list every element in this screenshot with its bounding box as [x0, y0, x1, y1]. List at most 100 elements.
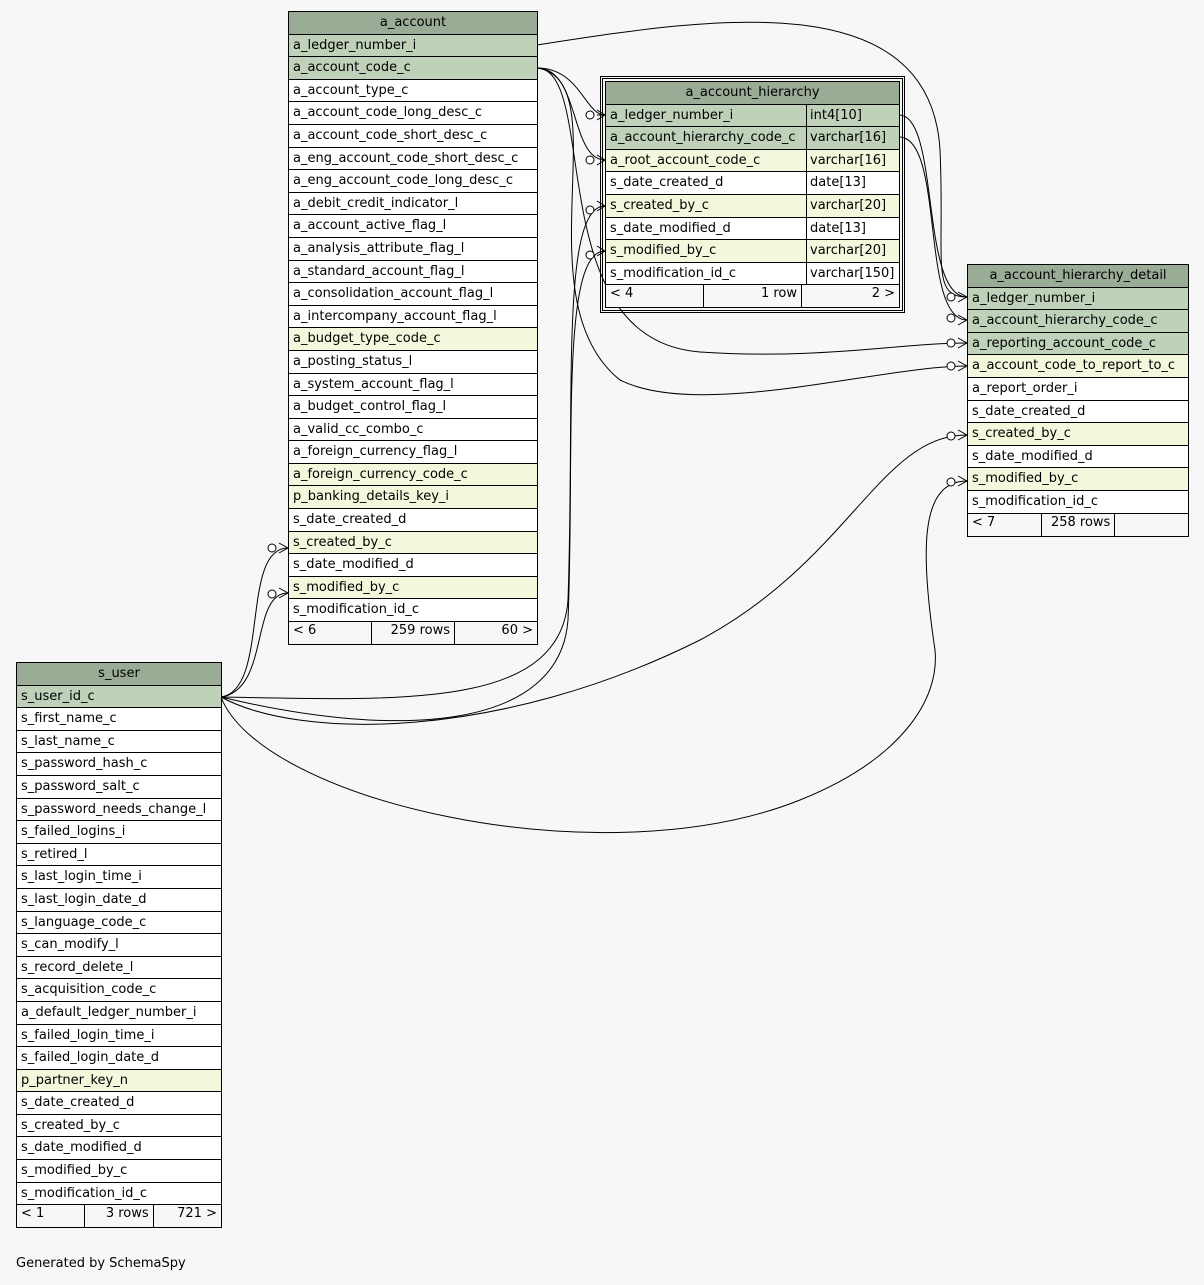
- column-row[interactable]: a_analysis_attribute_flag_l: [289, 238, 537, 261]
- column-row[interactable]: a_foreign_currency_code_c: [289, 463, 537, 487]
- footer-rows: 259 rows: [372, 622, 455, 645]
- column-row[interactable]: a_eng_account_code_short_desc_c: [289, 148, 537, 171]
- column-name: s_date_modified_d: [610, 220, 731, 236]
- column-row[interactable]: s_modified_by_c: [289, 576, 537, 600]
- column-row[interactable]: s_modification_id_c: [289, 599, 537, 623]
- footer-children: 721 >: [177, 1206, 217, 1222]
- column-row[interactable]: p_banking_details_key_i: [289, 486, 537, 510]
- column-row[interactable]: a_consolidation_account_flag_l: [289, 283, 537, 306]
- column-name: a_valid_cc_combo_c: [293, 421, 424, 437]
- column-row[interactable]: s_failed_logins_i: [17, 821, 221, 844]
- table-header[interactable]: a_account_hierarchy: [606, 82, 899, 105]
- column-name: s_language_code_c: [21, 914, 147, 930]
- column-row[interactable]: a_standard_account_flag_l: [289, 261, 537, 284]
- column-row[interactable]: a_budget_control_flag_l: [289, 396, 537, 419]
- column-row[interactable]: s_date_created_d: [289, 509, 537, 532]
- column-name: s_modified_by_c: [972, 471, 1079, 487]
- column-name: s_modification_id_c: [293, 602, 419, 618]
- column-row[interactable]: s_password_hash_c: [17, 753, 221, 776]
- column-row[interactable]: s_modification_id_c: [968, 491, 1188, 514]
- column-row[interactable]: a_ledger_number_i: [289, 34, 537, 58]
- column-row[interactable]: s_can_modify_l: [17, 934, 221, 957]
- column-row[interactable]: s_last_login_date_d: [17, 889, 221, 912]
- column-name: s_date_created_d: [21, 1095, 135, 1111]
- column-name: a_ledger_number_i: [972, 290, 1096, 306]
- column-name: a_account_code_to_report_to_c: [972, 358, 1176, 374]
- column-row[interactable]: s_modified_by_c: [968, 468, 1188, 491]
- table-header[interactable]: a_account: [289, 12, 537, 35]
- footer-parents: < 6: [289, 622, 372, 645]
- column-row[interactable]: s_modification_id_c: [17, 1183, 221, 1206]
- column-type: varchar[16]: [806, 149, 899, 172]
- column-row[interactable]: s_failed_login_date_d: [17, 1047, 221, 1070]
- column-row[interactable]: s_date_created_d: [17, 1092, 221, 1115]
- table-header[interactable]: a_account_hierarchy_detail: [968, 265, 1188, 288]
- column-name: s_last_name_c: [21, 733, 115, 749]
- column-name: p_banking_details_key_i: [293, 489, 450, 505]
- column-row[interactable]: s_retired_l: [17, 844, 221, 867]
- column-name: a_intercompany_account_flag_l: [293, 308, 497, 324]
- column-row[interactable]: s_first_name_c: [17, 708, 221, 731]
- column-row[interactable]: a_ledger_number_i: [968, 287, 1188, 311]
- column-row[interactable]: s_language_code_c: [17, 912, 221, 935]
- column-row[interactable]: s_acquisition_code_c: [17, 979, 221, 1002]
- column-name: s_date_modified_d: [972, 448, 1093, 464]
- column-row[interactable]: s_last_login_time_i: [17, 866, 221, 889]
- footer-rows: 3 rows: [85, 1205, 154, 1228]
- column-row[interactable]: a_account_code_short_desc_c: [289, 125, 537, 148]
- column-type: varchar[16]: [806, 127, 899, 149]
- column-row[interactable]: s_modified_by_c: [17, 1160, 221, 1183]
- column-row[interactable]: s_created_by_c: [968, 423, 1188, 446]
- generated-by-credit: Generated by SchemaSpy: [16, 1256, 186, 1271]
- column-row[interactable]: a_foreign_currency_flag_l: [289, 441, 537, 464]
- table-header[interactable]: s_user: [17, 663, 221, 686]
- column-row[interactable]: a_budget_type_code_c: [289, 328, 537, 351]
- column-row[interactable]: s_date_modified_d: [289, 554, 537, 577]
- column-row[interactable]: a_account_code_c: [289, 57, 537, 80]
- column-row[interactable]: s_created_by_c: [289, 531, 537, 555]
- column-row[interactable]: a_account_type_c: [289, 80, 537, 103]
- column-row[interactable]: a_intercompany_account_flag_l: [289, 306, 537, 329]
- column-row[interactable]: a_system_account_flag_l: [289, 374, 537, 397]
- column-name: s_can_modify_l: [21, 937, 119, 953]
- column-row[interactable]: s_password_needs_change_l: [17, 799, 221, 822]
- column-name: s_modified_by_c: [293, 579, 400, 595]
- column-row[interactable]: a_account_active_flag_l: [289, 215, 537, 238]
- column-row[interactable]: a_default_ledger_number_i: [17, 1002, 221, 1025]
- column-row[interactable]: a_account_code_long_desc_c: [289, 102, 537, 125]
- table-a-account-hierarchy-detail[interactable]: a_account_hierarchy_detail a_ledger_numbe…: [967, 264, 1189, 537]
- column-row[interactable]: a_account_hierarchy_code_c: [968, 310, 1188, 333]
- column-row[interactable]: a_eng_account_code_long_desc_c: [289, 170, 537, 193]
- column-row[interactable]: s_user_id_c: [17, 685, 221, 709]
- edge-user-detail-created: [220, 434, 968, 725]
- column-row[interactable]: s_date_modified_d: [17, 1137, 221, 1161]
- column-name: s_date_modified_d: [21, 1140, 142, 1156]
- column-row[interactable]: s_password_salt_c: [17, 776, 221, 799]
- column-row[interactable]: s_date_modified_d: [968, 446, 1188, 469]
- column-row[interactable]: a_debit_credit_indicator_l: [289, 193, 537, 216]
- column-row[interactable]: s_failed_login_time_i: [17, 1025, 221, 1048]
- column-row[interactable]: s_created_by_c: [17, 1115, 221, 1138]
- column-row[interactable]: a_valid_cc_combo_c: [289, 419, 537, 442]
- column-row[interactable]: a_account_code_to_report_to_c: [968, 355, 1188, 378]
- column-row[interactable]: s_last_name_c: [17, 731, 221, 754]
- column-row[interactable]: a_posting_status_l: [289, 351, 537, 374]
- column-row[interactable]: a_reporting_account_code_c: [968, 332, 1188, 356]
- column-row[interactable]: a_report_order_i: [968, 378, 1188, 401]
- column-row[interactable]: p_partner_key_n: [17, 1069, 221, 1093]
- column-row[interactable]: s_record_delete_l: [17, 957, 221, 980]
- column-name: a_analysis_attribute_flag_l: [293, 240, 465, 256]
- column-row[interactable]: s_date_created_d: [968, 401, 1188, 424]
